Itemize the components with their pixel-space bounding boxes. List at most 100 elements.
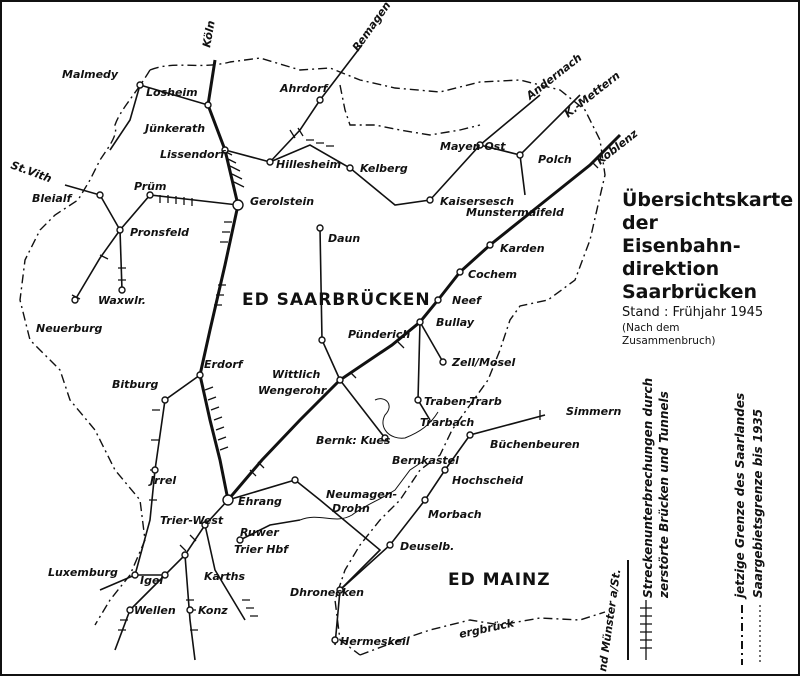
label-zell-mosel: Zell/Mosel [451, 356, 516, 369]
label-ehrang: Ehrang [238, 495, 282, 508]
title-line-2: der [622, 212, 658, 234]
map-mark [161, 571, 169, 579]
map-mark [136, 81, 144, 89]
legend-border-line2: Saargebietsgrenze bis 1935 [751, 409, 765, 598]
label-luxemburg: Luxemburg [48, 566, 118, 579]
map-mark [236, 536, 244, 544]
label-dhronecken: Dhronecken [290, 586, 364, 599]
map-mark [516, 151, 524, 159]
map-mark [232, 199, 244, 211]
label-hillesheim: Hillesheim [276, 158, 341, 171]
label-kelberg: Kelberg [360, 162, 408, 175]
map-mark [186, 606, 194, 614]
label-karden: Karden [500, 242, 545, 255]
label-waxwlr: Waxwlr. [98, 294, 146, 307]
label-polch: Polch [538, 153, 572, 166]
legend-breaks-line1: Streckenunterbrechungen durch [641, 378, 655, 598]
map-mark [96, 191, 104, 199]
region-ed-mainz: ED MAINZ [448, 570, 551, 590]
map-mark [126, 606, 134, 614]
map-mark [416, 318, 424, 326]
map-mark [239, 519, 301, 541]
map-mark [109, 84, 141, 151]
label-wittlich: Wittlich [272, 368, 320, 381]
map-mark [519, 154, 526, 196]
label-buechenbeuren: Büchenbeuren [490, 438, 580, 451]
title-line-4: direktion [622, 258, 719, 280]
map-mark [381, 434, 389, 442]
map-mark [204, 101, 212, 109]
label-trarbach: Trarbach [420, 416, 474, 429]
label-st-vith: St.Vith [9, 159, 54, 186]
label-traben-trarb: Traben-Trarb [424, 395, 502, 408]
map-mark [386, 541, 394, 549]
map-mark [456, 268, 464, 276]
label-mayen-ost: Mayen Ost [440, 140, 506, 153]
map-mark [434, 296, 442, 304]
map-mark [336, 586, 344, 594]
label-gerolstein: Gerolstein [250, 195, 314, 208]
map-mark [74, 194, 239, 301]
label-malmedy: Malmedy [62, 68, 119, 81]
map-mark [184, 554, 196, 661]
label-koeln: Köln [200, 19, 218, 48]
legend-breaks-line2: zerstörte Brücken und Tunnels [657, 391, 671, 599]
map-mark [227, 479, 382, 646]
label-simmern: Simmern [566, 405, 622, 418]
legend: Streckenunterbrechungen durch zerstörte … [627, 378, 765, 665]
label-daun: Daun [328, 232, 360, 245]
map-mark [204, 524, 246, 621]
label-k-mettern: K.-Mettern [562, 69, 623, 121]
map-mark [426, 196, 434, 204]
map-mark [214, 221, 232, 306]
region-ed-saarbruecken: ED SAARBRÜCKEN [242, 288, 431, 310]
map-mark [196, 371, 204, 379]
map-mark [149, 409, 160, 501]
label-bitburg: Bitburg [112, 378, 159, 391]
label-lissendorf: Lissendorf [160, 148, 226, 161]
label-tuerkismuehle: ergbrück [458, 616, 516, 640]
map-mark [441, 466, 449, 474]
label-cochem: Cochem [468, 268, 517, 281]
map-mark [118, 286, 126, 294]
label-koblenz: Koblenz [594, 127, 641, 168]
label-neuerburg: Neuerburg [36, 322, 103, 335]
label-ruwer: Ruwer [240, 526, 279, 539]
label-bleialf: Bleialf [32, 192, 73, 205]
label-wengerohr: Wengerohr [258, 384, 327, 397]
map-mark [266, 158, 274, 166]
map-mark [269, 44, 363, 163]
title-line-5: Saarbrücken [622, 281, 757, 303]
map-mark [331, 636, 339, 644]
label-trier-hbf: Trier Hbf [234, 543, 289, 556]
map-mark [198, 374, 230, 501]
title-line-3: Eisenbahn- [622, 235, 741, 257]
title-line-1: Übersichtskarte [622, 187, 793, 211]
map-mark [179, 534, 197, 552]
map-mark [71, 296, 79, 304]
legend-breaks-symbol [640, 600, 652, 660]
stand-date: Stand : Frühjahr 1945 [622, 305, 763, 320]
map-mark [339, 414, 546, 591]
saarland-border [19, 57, 606, 656]
map-mark [226, 133, 622, 501]
label-muenstermaifeld: Munstermaifeld [466, 206, 564, 219]
map-mark [116, 226, 124, 234]
map-mark [64, 184, 121, 231]
map-mark [316, 224, 324, 232]
label-bullay: Bullay [436, 316, 475, 329]
label-muenster-am-stein: nd Münster a/St. [596, 568, 623, 672]
map-mark [222, 494, 234, 506]
label-pronsfeld: Pronsfeld [130, 226, 189, 239]
label-junkerath: Jünkerath [143, 122, 205, 135]
note-line-2: Zusammenbruch) [622, 335, 716, 347]
label-wellen: Wellen [134, 604, 176, 617]
map-mark [318, 336, 326, 344]
map-mark [414, 396, 422, 404]
title-block: Übersichtskarte der Eisenbahn- direktion… [622, 187, 793, 347]
map-mark [439, 358, 447, 366]
rail-network [64, 44, 622, 661]
map-mark [419, 321, 444, 363]
